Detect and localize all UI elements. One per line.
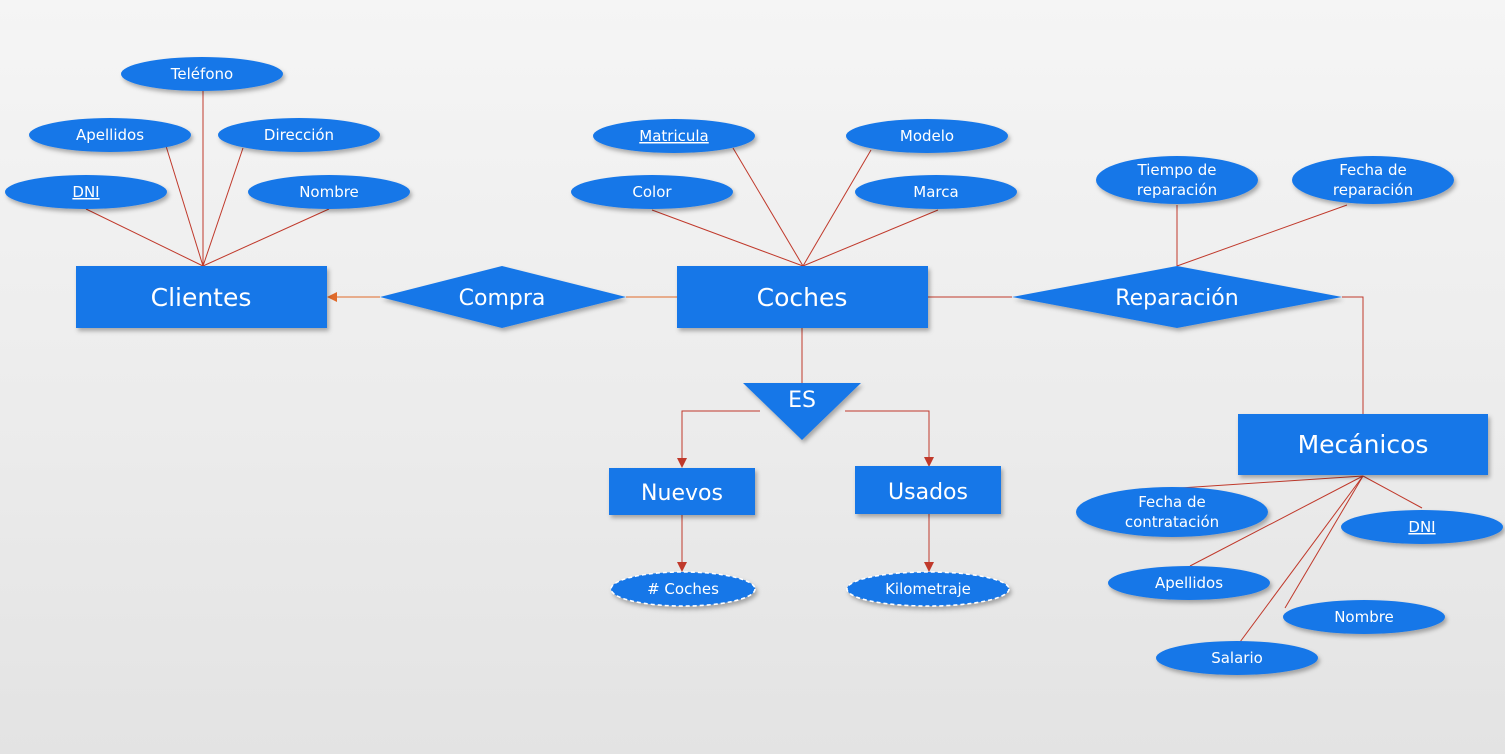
svg-text:DNI: DNI: [72, 183, 99, 201]
attr-dni-clientes[interactable]: DNI: [5, 175, 167, 209]
svg-text:reparación: reparación: [1333, 181, 1413, 199]
isa-es-label: ES: [788, 388, 816, 413]
relationship-compra-label: Compra: [459, 286, 546, 311]
line-matricula: [732, 147, 804, 267]
svg-text:Color: Color: [632, 183, 672, 201]
attr-apellidos-mecanicos[interactable]: Apellidos: [1108, 566, 1270, 600]
arrow-lines: [327, 292, 934, 572]
entity-mecanicos[interactable]: Mecánicos: [1238, 414, 1488, 475]
attr-modelo[interactable]: Modelo: [846, 119, 1008, 153]
relationship-compra[interactable]: Compra: [380, 266, 626, 328]
entity-usados[interactable]: Usados: [855, 466, 1001, 514]
line-fecha-rep: [1176, 204, 1348, 267]
attr-color[interactable]: Color: [571, 175, 733, 209]
isa-es[interactable]: ES: [743, 383, 861, 440]
entity-usados-label: Usados: [888, 480, 968, 505]
attr-salario[interactable]: Salario: [1156, 641, 1318, 675]
svg-text:Marca: Marca: [913, 183, 958, 201]
line-dni-mecanicos: [1362, 475, 1423, 509]
svg-text:Apellidos: Apellidos: [1155, 574, 1223, 592]
svg-text:Nombre: Nombre: [1334, 608, 1394, 626]
relationship-reparacion[interactable]: Reparación: [1012, 266, 1342, 328]
attr-matricula[interactable]: Matricula: [593, 119, 755, 153]
attr-nombre-mecanicos[interactable]: Nombre: [1283, 600, 1445, 634]
attr-direccion[interactable]: Dirección: [218, 118, 380, 152]
line-nombre-clientes: [202, 208, 330, 267]
svg-text:DNI: DNI: [1408, 518, 1435, 536]
svg-text:Tiempo de: Tiempo de: [1137, 161, 1217, 179]
attr-fecha-reparacion[interactable]: Fecha de reparación: [1292, 156, 1454, 204]
entity-clientes[interactable]: Clientes: [76, 266, 327, 328]
line-fecha-contratacion: [1179, 475, 1364, 489]
attr-num-coches[interactable]: # Coches: [610, 571, 756, 607]
line-apellidos-mecanicos: [1189, 475, 1364, 567]
line-direccion: [202, 147, 244, 267]
svg-text:Modelo: Modelo: [900, 127, 954, 145]
attr-dni-mecanicos[interactable]: DNI: [1341, 510, 1503, 544]
svg-text:Teléfono: Teléfono: [170, 65, 233, 83]
svg-text:Kilometraje: Kilometraje: [885, 580, 971, 598]
line-dni-clientes: [85, 208, 204, 267]
entity-mecanicos-label: Mecánicos: [1298, 430, 1429, 459]
line-apellidos: [165, 145, 204, 267]
line-marca: [802, 209, 939, 267]
svg-text:reparación: reparación: [1137, 181, 1217, 199]
arrow-es-nuevos: [677, 410, 760, 468]
svg-text:Fecha de: Fecha de: [1339, 161, 1407, 179]
attr-kilometraje[interactable]: Kilometraje: [846, 571, 1010, 607]
entity-nuevos[interactable]: Nuevos: [609, 468, 755, 515]
line-reparacion-mecanicos: [1342, 296, 1364, 414]
attr-fecha-contratacion[interactable]: Fecha de contratación: [1076, 487, 1268, 537]
arrow-es-usados: [845, 410, 934, 467]
attr-telefono[interactable]: Teléfono: [121, 57, 283, 91]
attr-apellidos[interactable]: Apellidos: [29, 118, 191, 152]
line-salario: [1239, 475, 1364, 643]
svg-text:Apellidos: Apellidos: [76, 126, 144, 144]
line-modelo: [802, 149, 872, 267]
attr-nombre-clientes[interactable]: Nombre: [248, 175, 410, 209]
svg-text:Nombre: Nombre: [299, 183, 359, 201]
svg-text:# Coches: # Coches: [647, 580, 719, 598]
line-color: [651, 209, 804, 267]
entity-clientes-label: Clientes: [151, 283, 252, 312]
entity-nuevos-label: Nuevos: [641, 481, 723, 506]
connector-lines: [85, 90, 1423, 643]
svg-text:Matricula: Matricula: [639, 127, 708, 145]
attr-marca[interactable]: Marca: [855, 175, 1017, 209]
svg-text:Fecha de: Fecha de: [1138, 493, 1206, 511]
svg-text:Dirección: Dirección: [264, 126, 334, 144]
svg-text:contratación: contratación: [1125, 513, 1219, 531]
attr-tiempo-reparacion[interactable]: Tiempo de reparación: [1096, 156, 1258, 204]
entity-coches[interactable]: Coches: [677, 266, 928, 328]
entity-coches-label: Coches: [757, 283, 848, 312]
svg-text:Salario: Salario: [1211, 649, 1263, 667]
relationship-reparacion-label: Reparación: [1115, 286, 1238, 311]
line-nombre-mecanicos: [1284, 475, 1364, 609]
